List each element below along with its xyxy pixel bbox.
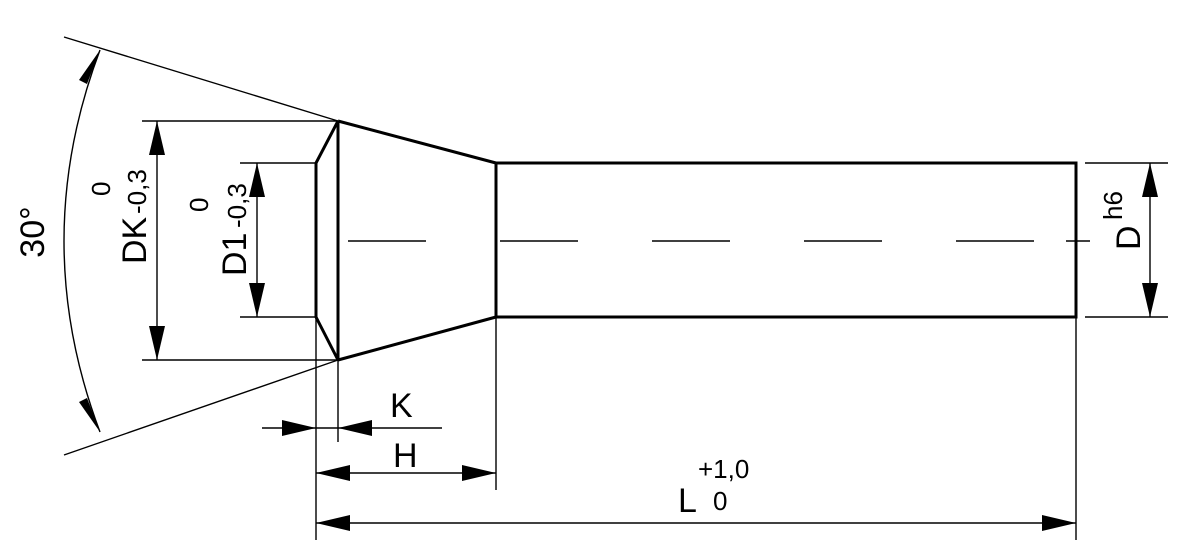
k-label: K xyxy=(390,387,413,425)
h-arrow-left xyxy=(316,465,350,481)
d-label: D xyxy=(1110,225,1148,250)
l-arrow-right xyxy=(1042,515,1076,531)
d1-arrow-top xyxy=(249,163,265,197)
cone-bottom-line xyxy=(337,315,497,362)
dk-arrow-top xyxy=(149,121,165,155)
cone-top-line xyxy=(337,119,497,165)
d1-tolerance-upper: 0 xyxy=(184,198,214,212)
k-arrow-right xyxy=(338,420,372,436)
angle-arrow-top xyxy=(79,50,100,84)
d1-dimension: D1 -0,3 0 xyxy=(184,162,316,318)
d-dimension: D h6 xyxy=(1085,162,1168,318)
k-dimension: K xyxy=(262,387,442,436)
h-dimension: H xyxy=(316,437,496,481)
angle-extension-top xyxy=(63,36,339,122)
d1-label: D1 xyxy=(216,233,254,276)
h-arrow-right xyxy=(462,465,496,481)
angle-arrow-bottom xyxy=(79,398,100,432)
d-arrow-top xyxy=(1142,163,1158,197)
k-arrow-left xyxy=(282,420,316,436)
angle-extension-bottom xyxy=(63,359,339,456)
d1-tolerance-lower: -0,3 xyxy=(222,183,252,228)
l-tolerance-upper: +1,0 xyxy=(698,454,749,484)
angle-label: 30° xyxy=(14,206,52,257)
l-label: L xyxy=(678,482,697,520)
head-chamfer-outline xyxy=(314,120,340,361)
shank-body xyxy=(494,161,1078,319)
d-tolerance: h6 xyxy=(1098,191,1128,220)
angle-arc xyxy=(63,49,101,433)
d-arrow-bottom xyxy=(1142,283,1158,317)
dk-dimension: DK -0,3 0 xyxy=(86,120,338,361)
h-label: H xyxy=(393,437,418,475)
l-arrow-left xyxy=(316,515,350,531)
l-dimension: L +1,0 0 xyxy=(316,454,1076,531)
angle-dimension: 30° xyxy=(14,36,339,456)
d1-arrow-bottom xyxy=(249,283,265,317)
l-tolerance-lower: 0 xyxy=(713,486,727,516)
dk-tolerance-lower: -0,3 xyxy=(122,169,152,214)
dk-tolerance-upper: 0 xyxy=(86,182,116,196)
dk-label: DK xyxy=(116,216,154,264)
dk-arrow-bottom xyxy=(149,326,165,360)
part-outline xyxy=(314,119,1078,362)
